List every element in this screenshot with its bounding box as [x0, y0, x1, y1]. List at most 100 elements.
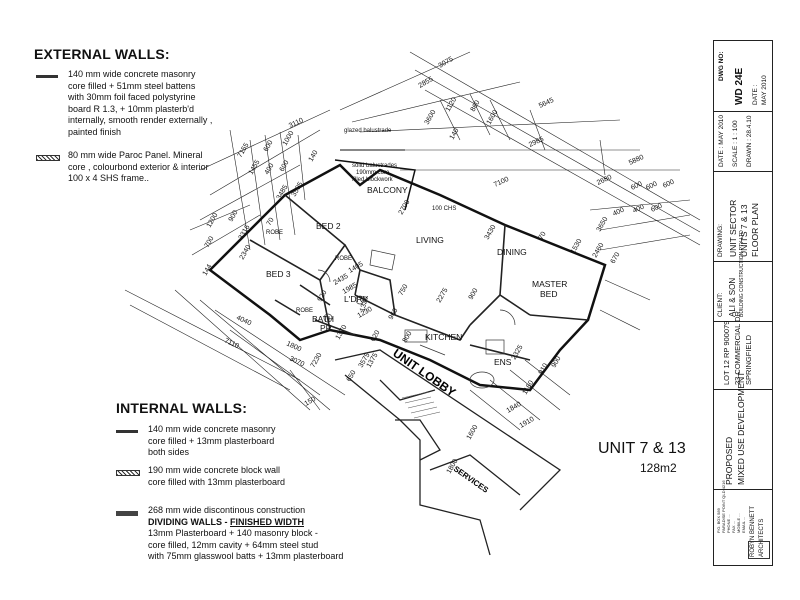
room-robe-1: ROBE [296, 308, 313, 314]
title-block-site: LOT 12 RP 900079 23 COMMERCIAL DR SPRING… [714, 311, 772, 390]
dim-1800: 1800 [285, 340, 302, 353]
external-walls [208, 149, 607, 392]
dim-70b: 70 [538, 231, 548, 241]
dim-600d: 600 [645, 180, 659, 191]
dim-3600: 3600 [424, 109, 438, 126]
unit-label: UNIT 7 & 13 [598, 440, 686, 457]
dim-1600b: 1600 [466, 424, 480, 441]
dim-1910: 1910 [519, 416, 536, 430]
title-block: DWG NO: WD 24E DATE : MAY 2010 DATE : MA… [713, 40, 773, 566]
dim-140a: 140 [449, 127, 461, 141]
room-master-bed: MASTER [532, 279, 567, 289]
room-robe-3: ROBE [335, 256, 352, 262]
room-services: SERVICES [452, 464, 491, 495]
dwg-no-value: WD 24E [734, 67, 745, 105]
dim-7230: 7230 [310, 352, 324, 369]
title-block-drawing: DRAWING: UNIT SECTOR UNITS 7 & 13 FLOOR … [714, 171, 772, 262]
dim-650: 650 [346, 369, 358, 383]
dim-2855: 2855 [418, 76, 435, 90]
dim-1000: 1000 [282, 130, 296, 147]
date-value: MAY 2010 [761, 75, 768, 105]
date-label: DATE : [752, 84, 759, 105]
dim-920: 920 [317, 289, 329, 303]
dim-1200: 1200 [206, 212, 220, 229]
dim-900c: 900 [551, 355, 563, 369]
dim-670: 670 [610, 251, 622, 265]
external-wall-spec-2: 80 mm wide Paroc Panel. Mineral core , c… [68, 150, 209, 183]
drawing-line-3: FLOOR PLAN [750, 203, 760, 257]
client-label: CLIENT: [717, 292, 724, 317]
dim-600b: 600 [279, 159, 291, 173]
client-line-2: BUILDING CONSTRUCTION PTY LTD [739, 230, 745, 317]
dim-4040: 4040 [235, 314, 252, 327]
dim-600f: 600 [650, 202, 664, 213]
dim-400c: 400 [632, 203, 646, 214]
room-laundry: L'DRY [344, 294, 368, 304]
room-ensuite: ENS [494, 357, 512, 367]
dim-2460: 2460 [592, 242, 606, 259]
dim-960: 960 [388, 307, 400, 321]
dim-1530: 1530 [570, 238, 584, 255]
dim-3316: 3316 [238, 224, 252, 241]
room-bed2: BED 2 [316, 221, 341, 231]
dim-600e: 600 [662, 178, 676, 189]
external-wall-spec-1: 140 mm wide concrete masonry core filled… [68, 69, 213, 137]
dim-7155: 7155 [237, 142, 251, 159]
internal-walls-heading: INTERNAL WALLS: [116, 400, 248, 416]
internal-wall-swatch [116, 430, 138, 433]
dim-1405: 1405 [348, 261, 365, 275]
drawing-label: DRAWING: [717, 224, 724, 257]
fittings [317, 249, 516, 389]
drawing-line-1: UNIT SECTOR [728, 199, 738, 257]
dim-3070: 3070 [288, 355, 305, 368]
unit-area: 128m2 [640, 461, 677, 475]
dim-1840: 1840 [506, 401, 523, 415]
dim-860: 860 [470, 99, 482, 113]
label-solid-balustrade-1: solid balustrades [352, 163, 397, 169]
label-chs: 100 CHS [432, 206, 456, 212]
dimension-lines [124, 51, 701, 431]
room-robe-2: ROBE [266, 230, 283, 236]
paroc-panel-swatch [36, 155, 60, 161]
dim-150: 150 [304, 396, 318, 408]
dim-900b: 900 [468, 287, 480, 301]
dividing-wall-swatch [116, 511, 138, 516]
dim-5645: 5645 [538, 97, 555, 110]
dim-7100: 7100 [493, 176, 510, 189]
room-kitchen: KITCHEN [425, 332, 462, 342]
dim-2680: 2680 [596, 174, 613, 187]
scale-line: SCALE : 1 : 100 [732, 120, 739, 167]
label-glazed-balustrade: glazed balustrade [344, 128, 392, 134]
room-master-bed-2: BED [540, 289, 557, 299]
internal-walls [249, 194, 589, 361]
dim-70a: 70 [266, 217, 276, 227]
dim-144: 144 [202, 263, 214, 277]
room-dining: DINING [497, 247, 527, 257]
room-bath: BATH [312, 314, 334, 324]
title-block-project: PROPOSED MIXED USE DEVELOPMENT [714, 372, 772, 490]
internal-wall-spec-2: 190 mm wide concrete block wall core fil… [148, 465, 286, 487]
room-balcony: BALCONY [367, 185, 408, 195]
contact-line-6: EMAIL ... [741, 516, 746, 533]
floor-plan: BALCONY BED 2 BED 3 LIVING DINING MASTER… [124, 51, 701, 556]
project-line-2: MIXED USE DEVELOPMENT [736, 371, 746, 485]
room-bed3: BED 3 [266, 269, 291, 279]
project-line-1: PROPOSED [724, 436, 734, 485]
dim-1320: 1320 [359, 296, 370, 313]
dim-7110: 7110 [223, 337, 240, 350]
dim-800: 800 [402, 330, 414, 344]
dim-3075: 3075 [438, 56, 455, 70]
dim-400b: 400 [612, 206, 626, 217]
dim-1120: 1120 [445, 96, 459, 113]
room-living: LIVING [416, 235, 444, 245]
label-solid-balustrade-2: 190mm core [356, 170, 390, 176]
internal-wall-spec-3: 268 mm wide discontinous construction DI… [148, 505, 344, 561]
title-block-client: CLIENT: ALI & SON BUILDING CONSTRUCTION … [714, 230, 772, 322]
date-label-2: DATE : MAY 2010 [718, 114, 725, 167]
label-solid-balustrade-3: filled blockwork [352, 177, 394, 183]
drawn-line: DRAWN : 28.4.10 [746, 115, 753, 167]
dim-600a: 600 [263, 139, 275, 153]
dim-2985: 2985 [528, 136, 545, 149]
block-wall-swatch [116, 470, 140, 476]
dim-140b: 140 [308, 149, 320, 163]
